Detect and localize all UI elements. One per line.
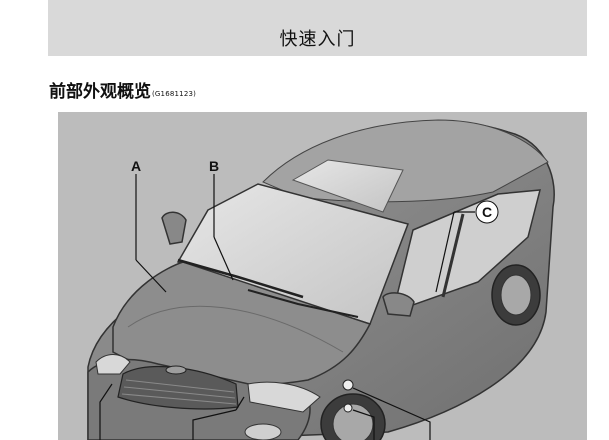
car-front-exterior-illustration: A B C (58, 112, 587, 440)
section-title: 前部外观概览(G1681123) (49, 77, 196, 102)
car-illustration-svg: A B C (58, 112, 587, 440)
brand-badge (166, 366, 186, 374)
callout-b-label: B (209, 158, 219, 174)
callout-c-label: C (482, 204, 492, 220)
chapter-header-band: 快速入门 (48, 0, 587, 56)
chapter-title: 快速入门 (48, 25, 587, 51)
section-title-text: 前部外观概览 (49, 82, 151, 102)
fog-lamp (245, 424, 281, 440)
right-mirror (383, 293, 414, 316)
rear-wheel-rim (501, 275, 531, 315)
callout-a-label: A (131, 158, 141, 174)
front-wheel-rim (333, 404, 373, 440)
side-marker (344, 404, 352, 412)
left-mirror (162, 212, 186, 244)
side-indicator (343, 380, 353, 390)
section-code: (G1681123) (152, 90, 196, 98)
